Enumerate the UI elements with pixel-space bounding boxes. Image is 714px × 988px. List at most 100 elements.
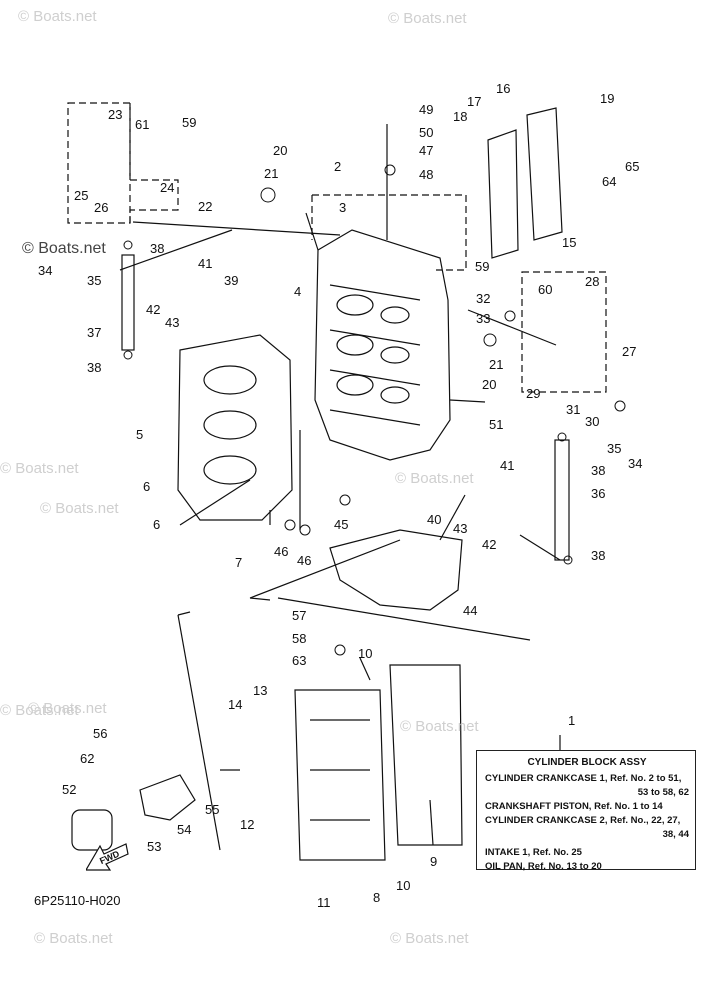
callout-48[interactable]: 48 [419,167,434,182]
callout-42[interactable]: 42 [146,302,161,317]
callout-65[interactable]: 65 [625,159,640,174]
callout-10[interactable]: 10 [358,646,373,661]
gasket-18 [487,129,519,259]
callout-45[interactable]: 45 [334,517,349,532]
callout-29[interactable]: 29 [526,386,541,401]
callout-17[interactable]: 17 [467,94,482,109]
info-line: INTAKE 1, Ref. No. 25 [485,847,582,858]
callout-20[interactable]: 20 [482,377,497,392]
filter-mount-54 [139,774,196,821]
cylinder-block [314,229,451,461]
callout-5[interactable]: 5 [136,427,144,442]
catalog-code: 6P25110-H020 [34,893,121,908]
callout-44[interactable]: 44 [463,603,478,618]
callout-35[interactable]: 35 [607,441,622,456]
callout-60[interactable]: 60 [538,282,553,297]
callout-7[interactable]: 7 [235,555,243,570]
callout-19[interactable]: 19 [600,91,615,106]
callout-16[interactable]: 16 [496,81,511,96]
gasket-44 [329,529,463,611]
watermark-text: © Boats.net [395,470,474,487]
callout-51[interactable]: 51 [489,417,504,432]
callout-34[interactable]: 34 [628,456,643,471]
callout-30[interactable]: 30 [585,414,600,429]
callout-4[interactable]: 4 [294,284,302,299]
info-line: CYLINDER CRANKCASE 1, Ref. No. 2 to 51, [485,773,682,784]
callout-34[interactable]: 34 [38,263,53,278]
callout-20[interactable]: 20 [273,143,288,158]
callout-36[interactable]: 36 [591,486,606,501]
callout-55[interactable]: 55 [205,802,220,817]
callout-14[interactable]: 14 [228,697,243,712]
callout-39[interactable]: 39 [224,273,239,288]
callout-59[interactable]: 59 [475,259,490,274]
callout-38[interactable]: 38 [87,360,102,375]
callout-47[interactable]: 47 [419,143,434,158]
callout-46[interactable]: 46 [297,553,312,568]
oil-filter-52 [71,809,113,851]
callout-64[interactable]: 64 [602,174,617,189]
callout-10[interactable]: 10 [396,878,411,893]
callout-49[interactable]: 49 [419,102,434,117]
callout-31[interactable]: 31 [566,402,581,417]
watermark-text: © Boats.net [28,700,107,717]
callout-46[interactable]: 46 [274,544,289,559]
group-box-27 [521,271,607,393]
callout-54[interactable]: 54 [177,822,192,837]
callout-18[interactable]: 18 [453,109,468,124]
callout-41[interactable]: 41 [198,256,213,271]
callout-56[interactable]: 56 [93,726,108,741]
watermark-text: © Boats.net [390,930,469,947]
callout-6[interactable]: 6 [153,517,161,532]
callout-38[interactable]: 38 [150,241,165,256]
callout-40[interactable]: 40 [427,512,442,527]
assembly-info-box: CYLINDER BLOCK ASSY CYLINDER CRANKCASE 1… [476,750,696,872]
callout-6[interactable]: 6 [143,479,151,494]
callout-41[interactable]: 41 [500,458,515,473]
callout-62[interactable]: 62 [80,751,95,766]
watermark-text: © Boats.net [18,8,97,25]
watermark-text: © Boats.net [0,702,79,719]
callout-21[interactable]: 21 [489,357,504,372]
callout-63[interactable]: 63 [292,653,307,668]
callout-35[interactable]: 35 [87,273,102,288]
watermark-text: © Boats.net [34,930,113,947]
callout-58[interactable]: 58 [292,631,307,646]
callout-8[interactable]: 8 [373,890,381,905]
callout-28[interactable]: 28 [585,274,600,289]
callout-3[interactable]: 3 [339,200,347,215]
callout-33[interactable]: 33 [476,311,491,326]
callout-1[interactable]: 1 [568,713,576,728]
info-line: CYLINDER CRANKCASE 2, Ref. No., 22, 27, [485,815,681,826]
callout-38[interactable]: 38 [591,463,606,478]
callout-50[interactable]: 50 [419,125,434,140]
callout-38[interactable]: 38 [591,548,606,563]
callout-24[interactable]: 24 [160,180,175,195]
callout-22[interactable]: 22 [198,199,213,214]
callout-15[interactable]: 15 [562,235,577,250]
callout-2[interactable]: 2 [334,159,342,174]
watermark-text: © Boats.net [22,240,106,257]
callout-59[interactable]: 59 [182,115,197,130]
callout-61[interactable]: 61 [135,117,150,132]
callout-27[interactable]: 27 [622,344,637,359]
callout-11[interactable]: 11 [317,895,331,910]
callout-25[interactable]: 25 [74,188,89,203]
callout-43[interactable]: 43 [165,315,180,330]
callout-21[interactable]: 21 [264,166,279,181]
callout-26[interactable]: 26 [94,200,109,215]
dipstick-guide-37 [121,254,135,351]
callout-53[interactable]: 53 [147,839,162,854]
fwd-arrow-icon: FWD [86,843,129,871]
callout-43[interactable]: 43 [453,521,468,536]
callout-42[interactable]: 42 [482,537,497,552]
callout-37[interactable]: 37 [87,325,102,340]
callout-23[interactable]: 23 [108,107,123,122]
callout-9[interactable]: 9 [430,854,438,869]
callout-52[interactable]: 52 [62,782,77,797]
callout-13[interactable]: 13 [253,683,268,698]
callout-32[interactable]: 32 [476,291,491,306]
callout-57[interactable]: 57 [292,608,307,623]
callout-12[interactable]: 12 [240,817,255,832]
